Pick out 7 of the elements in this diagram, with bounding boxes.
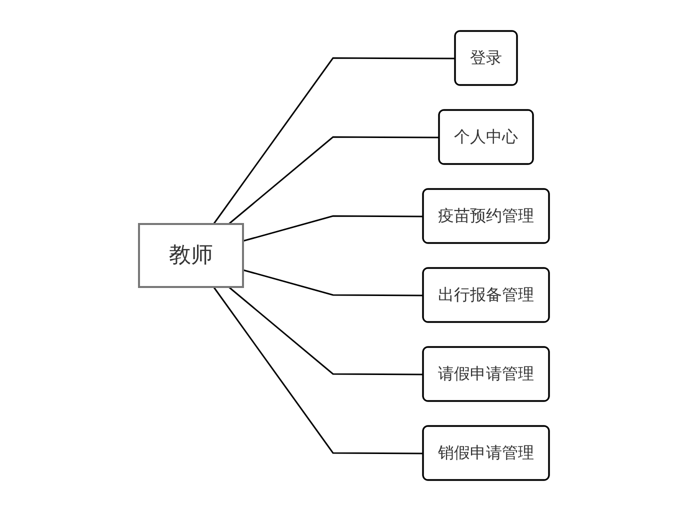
connector <box>228 286 423 375</box>
connector <box>242 214 423 242</box>
node-box: 教师 <box>138 222 244 288</box>
connector <box>212 56 455 224</box>
connector <box>242 268 423 296</box>
connector <box>228 136 439 224</box>
connector <box>212 286 423 454</box>
